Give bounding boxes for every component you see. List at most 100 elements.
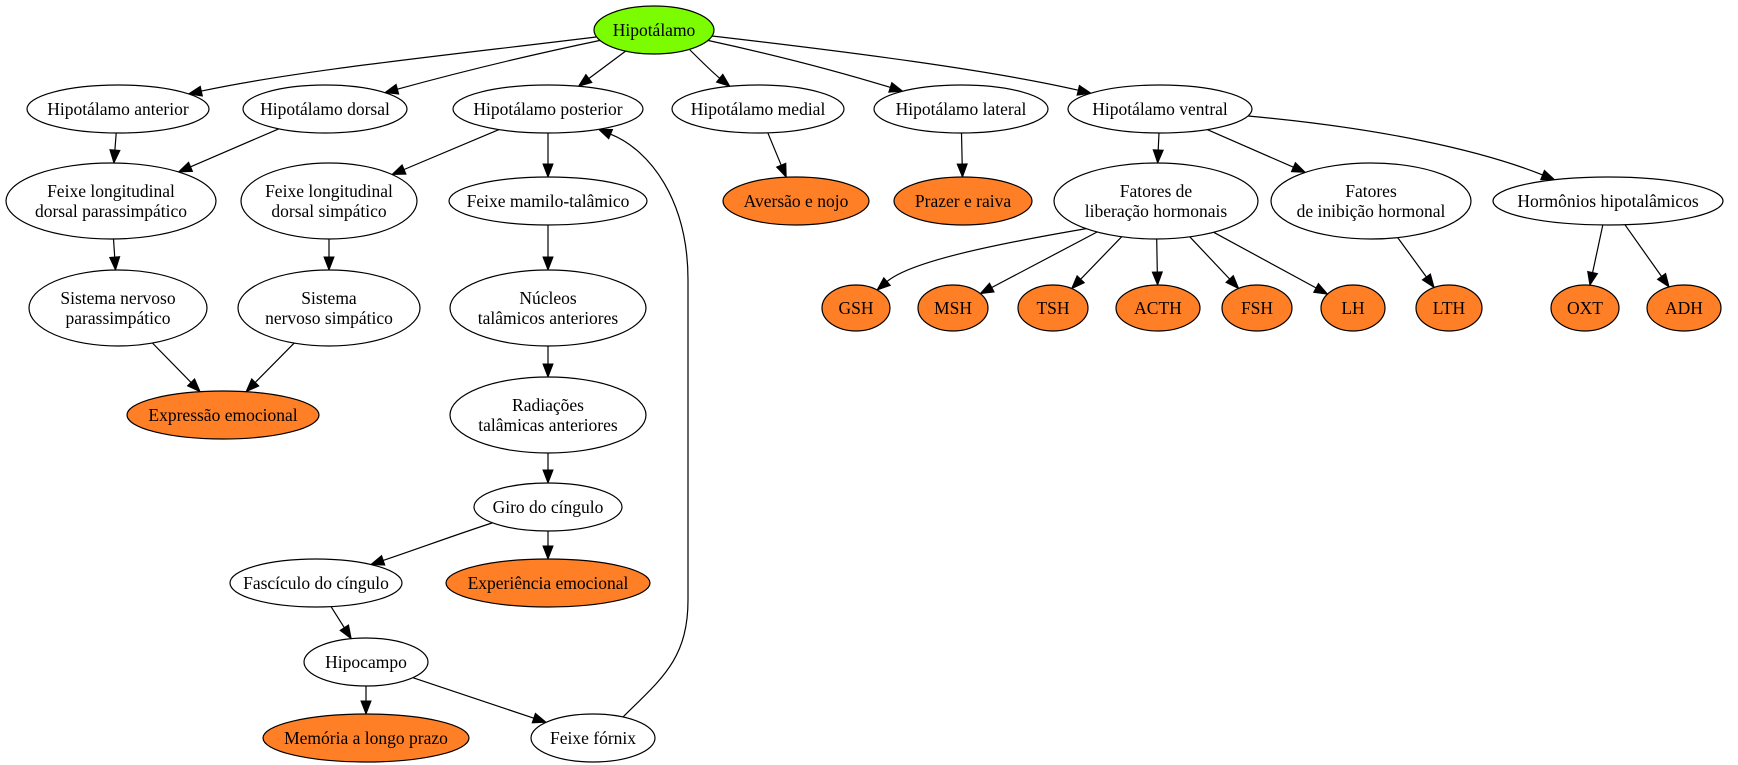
- node-shape: [229, 558, 403, 608]
- edge-line: [1189, 236, 1231, 280]
- node-shape: [671, 84, 845, 134]
- node-label: Hormônios hipotalâmicos: [1517, 191, 1698, 211]
- node-shape: [1115, 284, 1201, 332]
- arrowhead: [542, 469, 554, 485]
- node-shape: [722, 176, 870, 226]
- edge-line: [201, 36, 597, 92]
- node-label: Fatores de: [1120, 181, 1193, 201]
- edge-line: [151, 342, 192, 383]
- node-shape: [242, 84, 408, 134]
- edge-nucleos-to-radiacoes: [542, 346, 554, 379]
- edge-giro-to-experiencia: [542, 531, 554, 561]
- arrowhead: [1587, 270, 1599, 287]
- node-aversao: Aversão e nojo: [722, 176, 870, 226]
- node-label: ADH: [1665, 298, 1703, 318]
- edge-radiacoes-to-giro: [542, 453, 554, 485]
- edge-hip-lateral-to-prazer: [956, 132, 968, 179]
- edge-giro-to-fasciculo: [369, 521, 496, 566]
- arrowhead: [1421, 273, 1435, 289]
- edge-hip-ventral-to-fatores-lib: [1152, 132, 1164, 165]
- arrowhead: [360, 700, 372, 716]
- node-hip-lateral: Hipotálamo lateral: [873, 84, 1049, 134]
- node-prazer: Prazer e raiva: [893, 176, 1033, 226]
- edge-layer: [108, 35, 1670, 724]
- node-label: talâmicos anteriores: [478, 308, 619, 328]
- edge-hipotalamo-to-hip-posterior: [577, 50, 626, 88]
- node-label: Experiência emocional: [468, 573, 629, 593]
- edge-line: [588, 50, 626, 79]
- edge-hormonios-to-oxt: [1587, 224, 1604, 287]
- node-hipocampo: Hipocampo: [303, 637, 429, 687]
- edge-hipocampo-to-memoria: [360, 686, 372, 716]
- node-label: Feixe longitudinal: [47, 181, 175, 201]
- node-label: OXT: [1567, 298, 1603, 318]
- node-oxt: OXT: [1550, 284, 1620, 332]
- arrowhead: [577, 73, 593, 88]
- arrowhead: [1070, 274, 1086, 290]
- edge-line: [960, 132, 963, 165]
- node-label: Memória a longo prazo: [284, 728, 448, 748]
- node-shape: [237, 269, 421, 347]
- node-label: LTH: [1433, 298, 1466, 318]
- node-shape: [5, 162, 217, 240]
- arrowhead: [775, 162, 787, 179]
- node-label: Hipotálamo lateral: [896, 99, 1027, 119]
- arrowhead: [542, 163, 554, 179]
- edge-hipotalamo-to-hip-medial: [687, 47, 731, 88]
- arrowhead: [876, 276, 892, 291]
- edge-hip-medial-to-aversao: [767, 132, 787, 179]
- node-label: Feixe mamilo-talâmico: [467, 191, 630, 211]
- edge-line: [886, 227, 1091, 283]
- node-fornix: Feixe fórnix: [530, 713, 656, 763]
- edge-line: [403, 129, 500, 171]
- node-label: FSH: [1241, 298, 1273, 318]
- edge-line: [1080, 236, 1123, 280]
- node-shape: [452, 84, 644, 134]
- node-experiencia: Experiência emocional: [445, 558, 651, 608]
- arrowhead: [542, 545, 554, 561]
- arrowhead: [1152, 149, 1164, 165]
- arrowhead: [1312, 282, 1329, 295]
- arrowhead: [177, 161, 194, 173]
- node-label: Radiações: [512, 395, 584, 415]
- arrowhead: [187, 85, 204, 97]
- node-label: nervoso simpático: [265, 308, 393, 328]
- arrowhead: [383, 83, 400, 95]
- arrowhead: [1225, 274, 1240, 290]
- edge-line: [1247, 115, 1543, 176]
- node-shape: [26, 84, 210, 134]
- node-label: Sistema: [301, 288, 357, 308]
- arrowhead: [1290, 161, 1307, 173]
- node-feixe-mamilo: Feixe mamilo-talâmico: [448, 176, 648, 226]
- edge-feixe-parass-to-sn-parass: [108, 238, 121, 272]
- edge-hip-posterior-to-feixe-simp: [390, 129, 500, 176]
- edge-hipotalamo-to-hip-dorsal: [383, 39, 603, 95]
- node-shape: [1017, 284, 1089, 332]
- arrowhead: [369, 554, 386, 566]
- edge-hipocampo-to-fornix: [412, 677, 548, 724]
- edge-fatores-inib-to-lth: [1397, 237, 1435, 289]
- edge-hip-ventral-to-fatores-inib: [1206, 129, 1307, 173]
- node-label: talâmicas anteriores: [478, 415, 618, 435]
- arrowhead: [323, 256, 335, 272]
- edge-line: [705, 39, 891, 88]
- arrowhead: [597, 128, 614, 140]
- node-hip-medial: Hipotálamo medial: [671, 84, 845, 134]
- node-shape: [893, 176, 1033, 226]
- edge-line: [1156, 238, 1158, 273]
- node-shape: [473, 482, 623, 532]
- edge-line: [412, 677, 534, 719]
- node-label: GSH: [838, 298, 873, 318]
- node-label: Sistema nervoso: [60, 288, 175, 308]
- node-acth: ACTH: [1115, 284, 1201, 332]
- edge-line: [1397, 237, 1427, 278]
- node-label: Feixe fórnix: [550, 728, 636, 748]
- node-label: Hipocampo: [325, 652, 407, 672]
- edge-hip-posterior-to-feixe-mamilo: [542, 133, 554, 179]
- node-expressao: Expressão emocional: [126, 390, 320, 440]
